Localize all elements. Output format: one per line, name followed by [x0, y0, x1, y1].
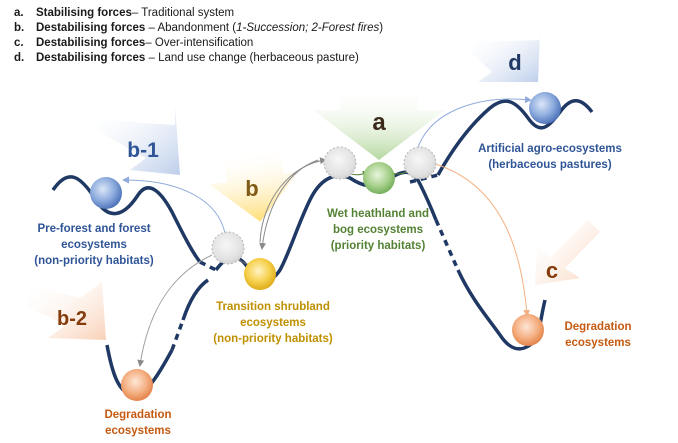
arrow-to-preforest	[122, 176, 227, 241]
legend-item-c: c. Destabilising forces– Over-intensifica…	[14, 36, 383, 51]
force-arrow-b1: b-1	[92, 105, 180, 175]
force-label-b: b	[245, 176, 258, 201]
force-label-b1: b-1	[127, 139, 159, 162]
ball-preforest	[90, 177, 122, 209]
legend-item-b: b. Destabilising forces – Abandonment (1-…	[14, 21, 383, 36]
transition-arrows	[122, 96, 532, 367]
landscape-curve-dashed	[170, 173, 460, 351]
label-line: ecosystems	[61, 239, 127, 251]
ball-transition	[244, 258, 276, 290]
label-line: ecosystems	[105, 425, 171, 437]
label-line: ecosystems	[565, 337, 631, 349]
legend-key: b.	[14, 22, 25, 34]
legend-force-type: Destabilising forces	[36, 37, 146, 49]
ball-degradation-right	[512, 314, 544, 346]
label-line: Degradation	[564, 321, 631, 333]
legend-sep: –	[145, 22, 158, 34]
label-wet-heathland: Wet heathland and bog ecosystems (priori…	[327, 208, 429, 252]
force-arrow-b: b	[209, 146, 299, 222]
ball-artificial	[529, 92, 561, 124]
label-artificial: Artificial agro-ecosystems (herbaceous p…	[478, 143, 622, 171]
legend-text: Over-intensification	[154, 37, 254, 49]
legend-force-type: Destabilising forces	[36, 52, 146, 64]
arrow-to-artificial	[416, 96, 532, 151]
legend-text: Land use change (herbaceous pasture)	[158, 52, 359, 64]
label-line: bog ecosystems	[333, 224, 423, 236]
force-label-a: a	[372, 109, 386, 136]
force-arrow-b2: b-2	[26, 282, 106, 340]
label-line: Degradation	[104, 409, 171, 421]
ball-degradation-left	[121, 369, 153, 401]
label-line: (non-priority habitats)	[213, 333, 333, 345]
arrow-to-degradation-left	[137, 254, 213, 367]
legend-tail: )	[379, 22, 384, 34]
label-degradation-left: Degradation ecosystems	[104, 409, 171, 437]
arrow-to-transition	[259, 159, 319, 250]
force-arrow-c: c	[535, 220, 600, 285]
legend-sep: –	[145, 52, 159, 64]
force-arrow-a: a	[313, 88, 445, 160]
legend-sep: –	[145, 37, 155, 49]
force-arrow-d: d	[470, 32, 540, 82]
legend-key: a.	[14, 7, 24, 19]
label-line: Wet heathland and	[327, 208, 429, 220]
arrow-to-degradation-right	[431, 162, 531, 317]
legend-item-d: d. Destabilising forces – Land use change…	[14, 51, 383, 66]
label-transition: Transition shrubland ecosystems (non-pri…	[213, 301, 333, 345]
force-label-c: c	[546, 258, 558, 283]
legend-key: d.	[14, 52, 25, 64]
legend-item-a: a. Stabilising forces– Traditional system	[14, 6, 383, 21]
ball-unstable-transition	[211, 231, 245, 265]
force-label-d: d	[508, 50, 521, 75]
ball-unstable-right	[403, 146, 437, 180]
label-preforest: Pre-forest and forest ecosystems (non-pr…	[34, 223, 154, 267]
legend-italic: 1-Succession; 2-Forest fires	[236, 22, 380, 34]
arrow-to-wet-heathland	[259, 157, 327, 243]
label-line: Pre-forest and forest	[37, 223, 150, 235]
label-degradation-right: Degradation ecosystems	[564, 321, 631, 349]
legend-force-type: Destabilising forces	[36, 22, 146, 34]
legend-text: Abandonment (	[157, 22, 237, 34]
label-line: Artificial agro-ecosystems	[478, 143, 622, 155]
legend-text: Traditional system	[141, 7, 235, 19]
legend-sep: –	[131, 7, 142, 19]
ball-wet-heathland	[363, 162, 395, 194]
label-line: (non-priority habitats)	[34, 255, 154, 267]
legend-key: c.	[14, 37, 24, 49]
force-label-b2: b-2	[57, 308, 87, 330]
ball-unstable-left	[323, 146, 357, 180]
legend-force-type: Stabilising forces	[36, 7, 132, 19]
label-line: (priority habitats)	[331, 240, 426, 252]
label-line: Transition shrubland	[216, 301, 330, 313]
legend: a.Stabilising forces– Traditional system…	[14, 6, 383, 66]
label-line: (herbaceous pastures)	[488, 159, 612, 171]
label-line: ecosystems	[240, 317, 306, 329]
